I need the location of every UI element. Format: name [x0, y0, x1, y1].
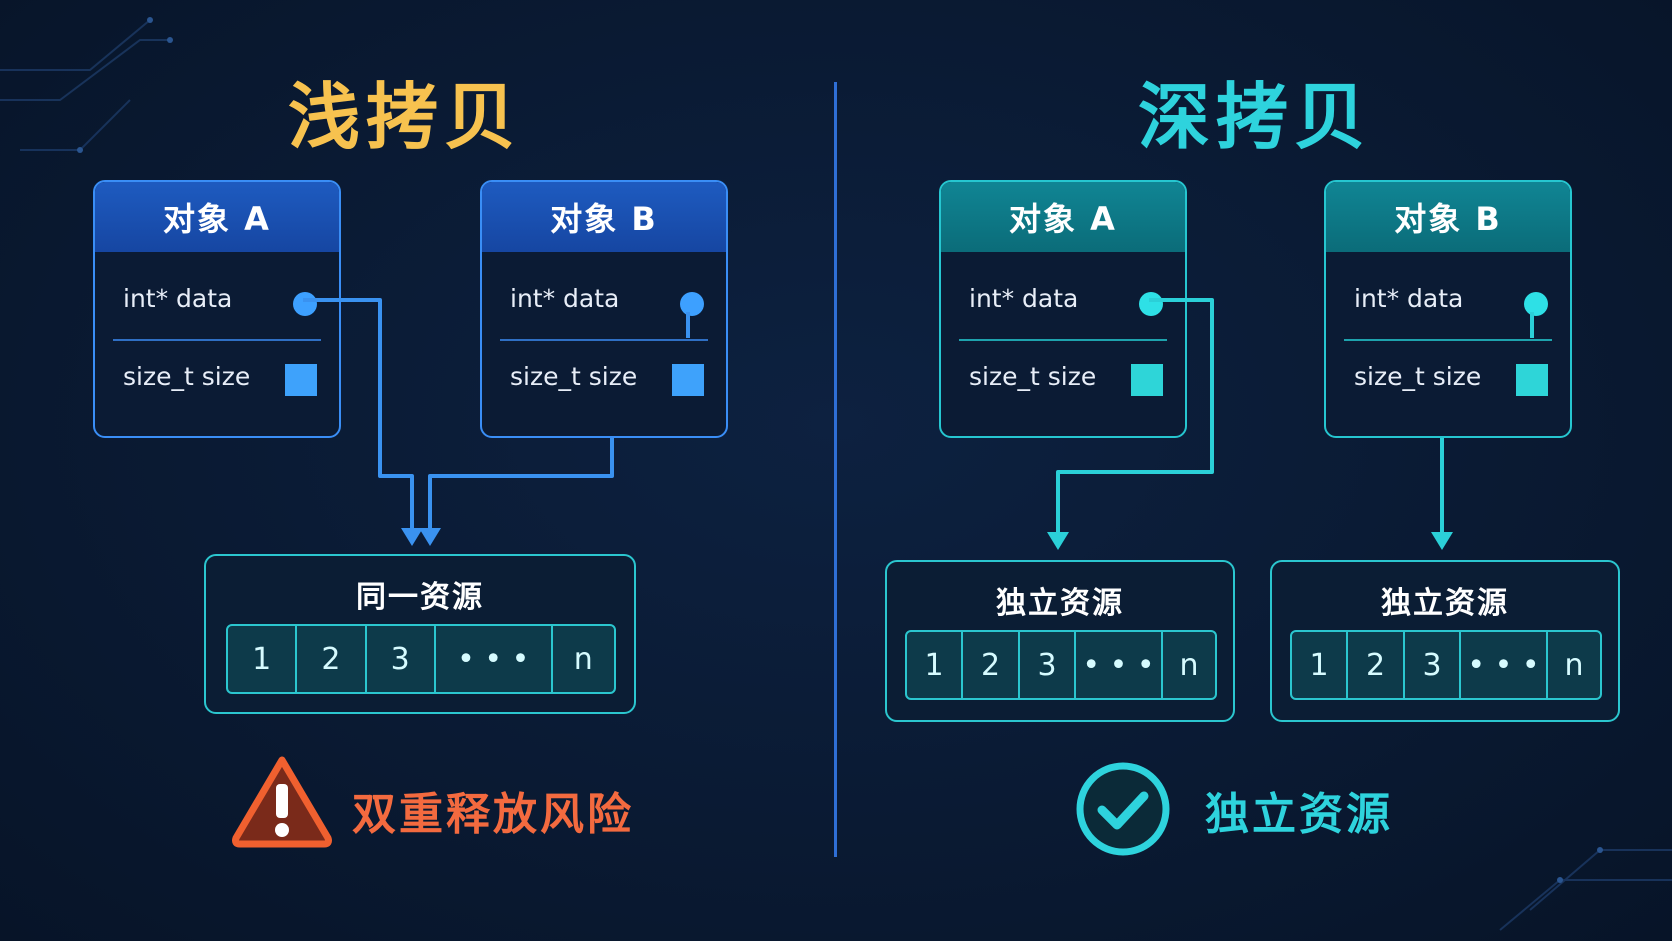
size-square: [672, 364, 704, 396]
field-data: int* data: [969, 284, 1079, 313]
deep-resource-a: 独立资源 1 2 3 • • • n: [885, 560, 1235, 722]
object-title: 对象 B: [1326, 182, 1570, 252]
field-size: size_t size: [1354, 362, 1482, 391]
field-data: int* data: [1354, 284, 1464, 313]
pointer-dot: [1139, 292, 1163, 316]
array-cell: • • •: [436, 626, 553, 692]
array-cell: 2: [1348, 632, 1405, 698]
object-title: 对象 A: [95, 182, 339, 252]
size-square: [285, 364, 317, 396]
field-divider: [1344, 339, 1552, 341]
shallow-object-b: 对象 B int* data size_t size: [480, 180, 728, 438]
pointer-dot: [293, 292, 317, 316]
field-divider: [959, 339, 1167, 341]
double-free-warning: 双重释放风险: [352, 789, 634, 840]
array-cell: • • •: [1461, 632, 1548, 698]
deep-object-b: 对象 B int* data size_t size: [1324, 180, 1572, 438]
pointer-dot: [680, 292, 704, 316]
field-data: int* data: [123, 284, 233, 313]
center-divider: [834, 82, 837, 857]
resource-array: 1 2 3 • • • n: [1290, 630, 1602, 700]
array-cell: 1: [1292, 632, 1348, 698]
field-size: size_t size: [123, 362, 251, 391]
field-data: int* data: [510, 284, 620, 313]
field-divider: [113, 339, 321, 341]
object-title: 对象 A: [941, 182, 1185, 252]
array-cell: n: [1564, 647, 1584, 683]
pointer-dot: [1524, 292, 1548, 316]
check-circle-icon: [1076, 762, 1170, 856]
field-divider: [500, 339, 708, 341]
object-title: 对象 B: [482, 182, 726, 252]
array-cell: 3: [1405, 632, 1461, 698]
resource-array: 1 2 3 • • • n: [226, 624, 616, 694]
size-square: [1131, 364, 1163, 396]
array-cell: 3: [367, 626, 436, 692]
shallow-object-a: 对象 A int* data size_t size: [93, 180, 341, 438]
deep-resource-b: 独立资源 1 2 3 • • • n: [1270, 560, 1620, 722]
warning-triangle-icon: [232, 756, 332, 848]
array-cell: 3: [1020, 632, 1076, 698]
array-cell: 1: [907, 632, 963, 698]
field-size: size_t size: [969, 362, 1097, 391]
array-cell: 2: [963, 632, 1020, 698]
field-size: size_t size: [510, 362, 638, 391]
resource-title: 独立资源: [996, 586, 1124, 621]
resource-title: 同一资源: [356, 580, 484, 615]
deep-object-a: 对象 A int* data size_t size: [939, 180, 1187, 438]
shallow-copy-title: 浅拷贝: [287, 75, 522, 159]
array-cell: • • •: [1076, 632, 1163, 698]
resource-array: 1 2 3 • • • n: [905, 630, 1217, 700]
independent-resource-result: 独立资源: [1205, 789, 1393, 840]
size-square: [1516, 364, 1548, 396]
array-cell: n: [573, 641, 593, 677]
array-cell: n: [1179, 647, 1199, 683]
array-cell: 2: [297, 626, 367, 692]
shallow-shared-resource: 同一资源 1 2 3 • • • n: [204, 554, 636, 714]
resource-title: 独立资源: [1381, 586, 1509, 621]
array-cell: 1: [228, 626, 298, 692]
deep-copy-title: 深拷贝: [1137, 75, 1372, 159]
